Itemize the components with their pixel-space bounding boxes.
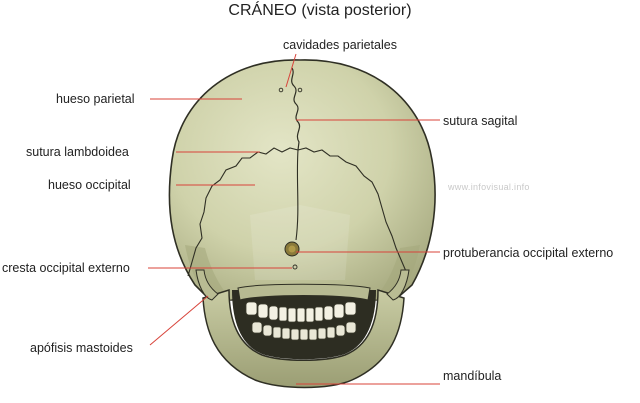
label-cavidades-parietales: cavidades parietales — [283, 38, 397, 52]
label-cresta-occipital-externo: cresta occipital externo — [2, 261, 130, 275]
diagram-title: CRÁNEO (vista posterior) — [228, 2, 412, 19]
leader-lines — [148, 53, 440, 385]
label-protuberancia-occipital-externo: protuberancia occipital externo — [443, 246, 614, 260]
parietal-foramen — [278, 87, 284, 93]
label-sutura-lambdoidea: sutura lambdoidea — [26, 145, 129, 159]
label-hueso-parietal: hueso parietal — [56, 92, 135, 106]
label-hueso-occipital: hueso occipital — [48, 178, 131, 192]
label-sutura-sagital: sutura sagital — [443, 114, 518, 128]
label-mandibula: mandíbula — [443, 369, 502, 383]
sagittal-suture — [291, 67, 301, 151]
parietal-foramen — [297, 87, 303, 93]
lambdoid-suture — [187, 147, 299, 277]
mandible — [202, 288, 405, 389]
watermark: www.infovisual.info — [448, 182, 530, 192]
label-apofisis-mastoides: apófisis mastoides — [30, 341, 133, 355]
